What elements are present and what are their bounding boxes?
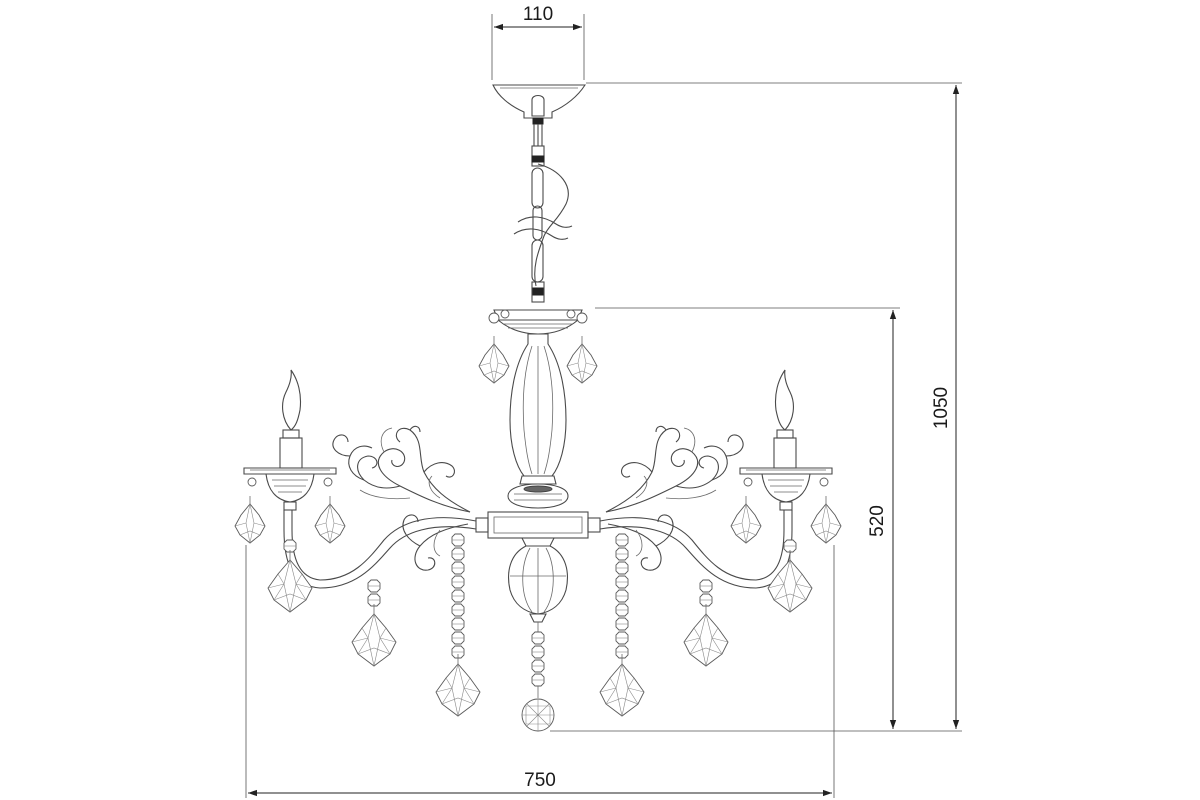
bottom-bead-strand xyxy=(531,631,545,698)
hanging-crystals-right xyxy=(599,533,813,717)
dimension-total-width-label: 750 xyxy=(524,770,556,791)
crown-beads xyxy=(488,309,588,324)
dimension-body-height: 520 xyxy=(595,307,900,729)
right-arm xyxy=(599,425,793,589)
ceiling-canopy xyxy=(492,84,587,146)
dimension-top-width-label: 110 xyxy=(523,4,553,25)
right-candle-holder xyxy=(730,369,842,544)
dimension-total-width: 750 xyxy=(245,545,835,798)
left-candle-holder xyxy=(234,369,346,544)
central-stem xyxy=(507,333,569,509)
dimension-body-height-label: 520 xyxy=(867,505,888,537)
hanging-crystals-left xyxy=(267,533,481,717)
bottom-crystal-ball xyxy=(521,698,555,732)
left-arm xyxy=(283,425,477,589)
chain xyxy=(513,145,573,303)
dimension-total-height-label: 1050 xyxy=(931,387,952,429)
dimension-top-width: 110 xyxy=(491,4,585,80)
dimension-total-height: 1050 xyxy=(550,82,962,732)
arm-hub xyxy=(475,511,601,539)
lower-vase xyxy=(508,537,568,632)
